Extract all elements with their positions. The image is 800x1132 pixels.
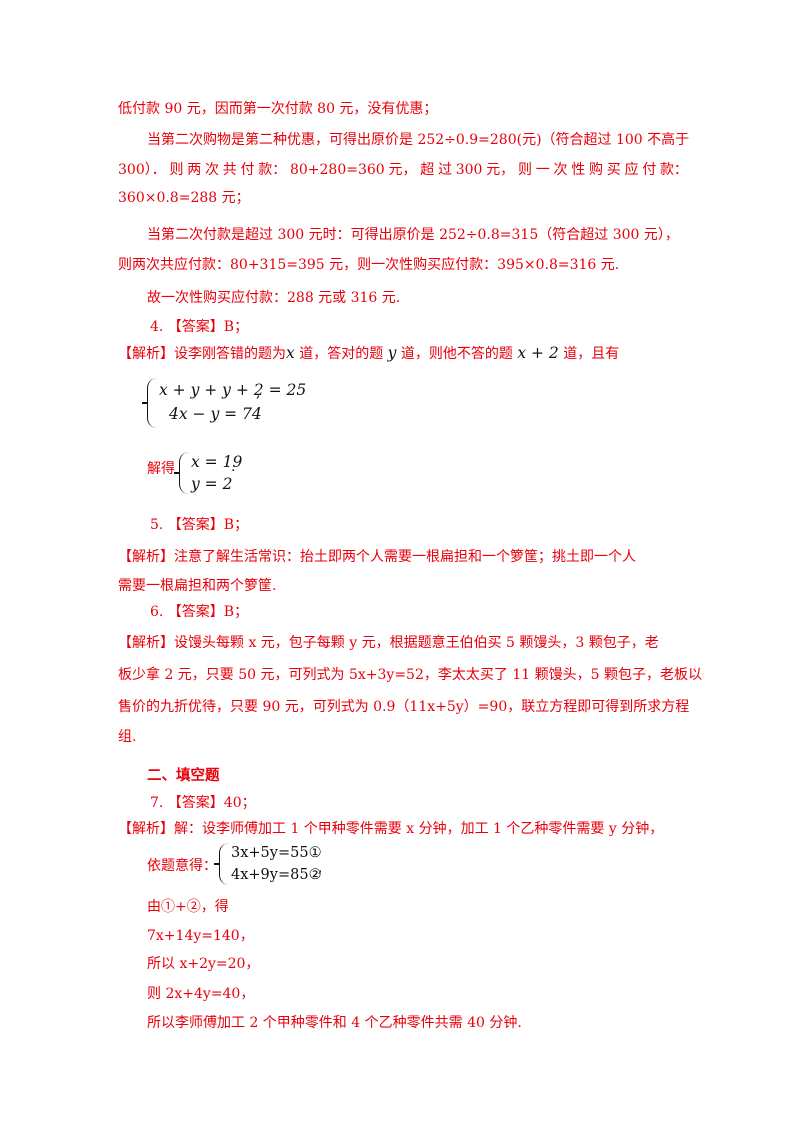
q6-analysis-line: 组.: [118, 729, 137, 745]
q4-comma: ,: [256, 385, 261, 401]
q4-analysis-text-c: 道，则他不答的题: [396, 346, 518, 362]
q4-var-y: y: [387, 344, 397, 362]
text-fragment: 则: [169, 162, 184, 178]
text-fragment: 300: [455, 162, 483, 178]
text-line: 低付款 90 元，因而第一次付款 80 元，没有优惠；: [118, 101, 438, 117]
q4-solve-label: 解得: [147, 461, 175, 477]
q5-analysis-line: 【解析】注意了解生活常识：抬土即两个人需要一根扁担和一个箩筐；挑土即一个人: [118, 549, 636, 565]
text-fragment: 元，: [486, 162, 515, 178]
q7-analysis-line: 【解析】解：设李师傅加工 1 个甲种零件需要 x 分钟，加工 1 个乙种零件需要…: [118, 821, 664, 837]
text-fragment: 过: [437, 162, 452, 178]
q6-analysis-line: 板少拿 2 元，只要 50 元，可列式为 5x+3y=52，李太太买了 11 颗…: [118, 667, 702, 683]
q4-period: .: [231, 459, 236, 475]
q4-analysis-text-d: 道，且有: [558, 346, 620, 362]
q4-solution-x: x = 19: [191, 453, 243, 471]
q4-var-x: x: [286, 344, 295, 362]
brace: [142, 378, 157, 428]
text-line: 当第二次购物是第二种优惠，可得出原价是 252÷0.9=280(元)（符合超过 …: [147, 132, 690, 148]
q4-equation-system: x + y + y + 2 = 25 4x − y = 74: [142, 378, 307, 428]
q4-analysis: 【解析】设李刚答错的题为x 道，答对的题 y 道，则他不答的题 x + 2 道，…: [118, 344, 619, 363]
q7-step: 由①+②，得: [147, 899, 229, 915]
q4-analysis-text-a: 【解析】设李刚答错的题为: [118, 346, 286, 362]
text-fragment: 购: [588, 162, 603, 178]
text-fragment: 款：: [258, 162, 287, 178]
text-fragment: 买: [606, 162, 621, 178]
q6-answer: 6. 【答案】B；: [150, 604, 249, 620]
text-fragment: 超: [420, 162, 435, 178]
text-fragment: 则: [517, 162, 532, 178]
q7-equation-system: 3x+5y=55① 4x+9y=85②: [214, 843, 322, 885]
q7-comma: ,: [318, 860, 323, 876]
text-fragment: 付: [240, 162, 255, 178]
text-fragment: 共: [222, 162, 237, 178]
q7-equation-2: 4x+9y=85②: [231, 867, 322, 883]
q7-step: 所以 x+2y=20，: [147, 956, 260, 972]
q4-solution-system: x = 19 y = 2: [174, 452, 243, 494]
section-heading: 二、填空题: [147, 767, 220, 784]
brace: [214, 843, 229, 885]
text-fragment: 款：: [659, 162, 688, 178]
text-fragment: 300）．: [118, 162, 166, 178]
text-fragment: 两: [187, 162, 202, 178]
q5-answer: 5. 【答案】B；: [150, 517, 249, 533]
text-line: 故一次性购买应付款：288 元或 316 元.: [147, 290, 401, 306]
q4-equation-1: x + y + y + 2 = 25: [159, 381, 307, 399]
q7-step: 7x+14y=140，: [147, 928, 254, 944]
q5-analysis-line: 需要一根扁担和两个箩筐.: [118, 578, 277, 594]
q4-equation-2: 4x − y = 74: [169, 405, 262, 423]
text-fragment: 付: [642, 162, 657, 178]
text-fragment: 80+280=360: [289, 162, 385, 178]
text-line: 当第二次付款是超过 300 元时：可得出原价是 252÷0.8=315（符合超过…: [147, 227, 679, 243]
q7-setup-label: 依题意得：: [147, 858, 217, 874]
q7-equation-1: 3x+5y=55①: [231, 845, 322, 861]
text-fragment: 次: [204, 162, 219, 178]
text-fragment: 次: [553, 162, 568, 178]
q7-step: 则 2x+4y=40，: [147, 986, 255, 1002]
q4-solution-y: y = 2: [191, 475, 233, 493]
text-fragment: 应: [624, 162, 639, 178]
q6-analysis-line: 【解析】设馒头每颗 x 元，包子每颗 y 元，根据题意王伯伯买 5 颗馒头，3 …: [118, 635, 659, 651]
q7-step: 所以李师傅加工 2 个甲种零件和 4 个乙种零件共需 40 分钟.: [147, 1015, 522, 1031]
brace: [174, 452, 189, 494]
q6-analysis-line: 售价的九折优待，只要 90 元，可列式为 0.9（11x+5y）=90，联立方程…: [118, 699, 690, 715]
text-fragment: 性: [571, 162, 586, 178]
q7-answer: 7. 【答案】40；: [150, 795, 256, 811]
q4-answer: 4. 【答案】B；: [150, 319, 249, 335]
text-fragment: 元，: [388, 162, 417, 178]
q4-var-x-plus-2: x + 2: [517, 344, 559, 362]
text-fragment: 一: [535, 162, 550, 178]
text-line: 则两次共应付款：80+315=395 元，则一次性购买应付款：395×0.8=3…: [118, 257, 620, 273]
q4-analysis-text-b: 道，答对的题: [294, 346, 388, 362]
text-line: 360×0.8=288 元；: [118, 190, 250, 206]
